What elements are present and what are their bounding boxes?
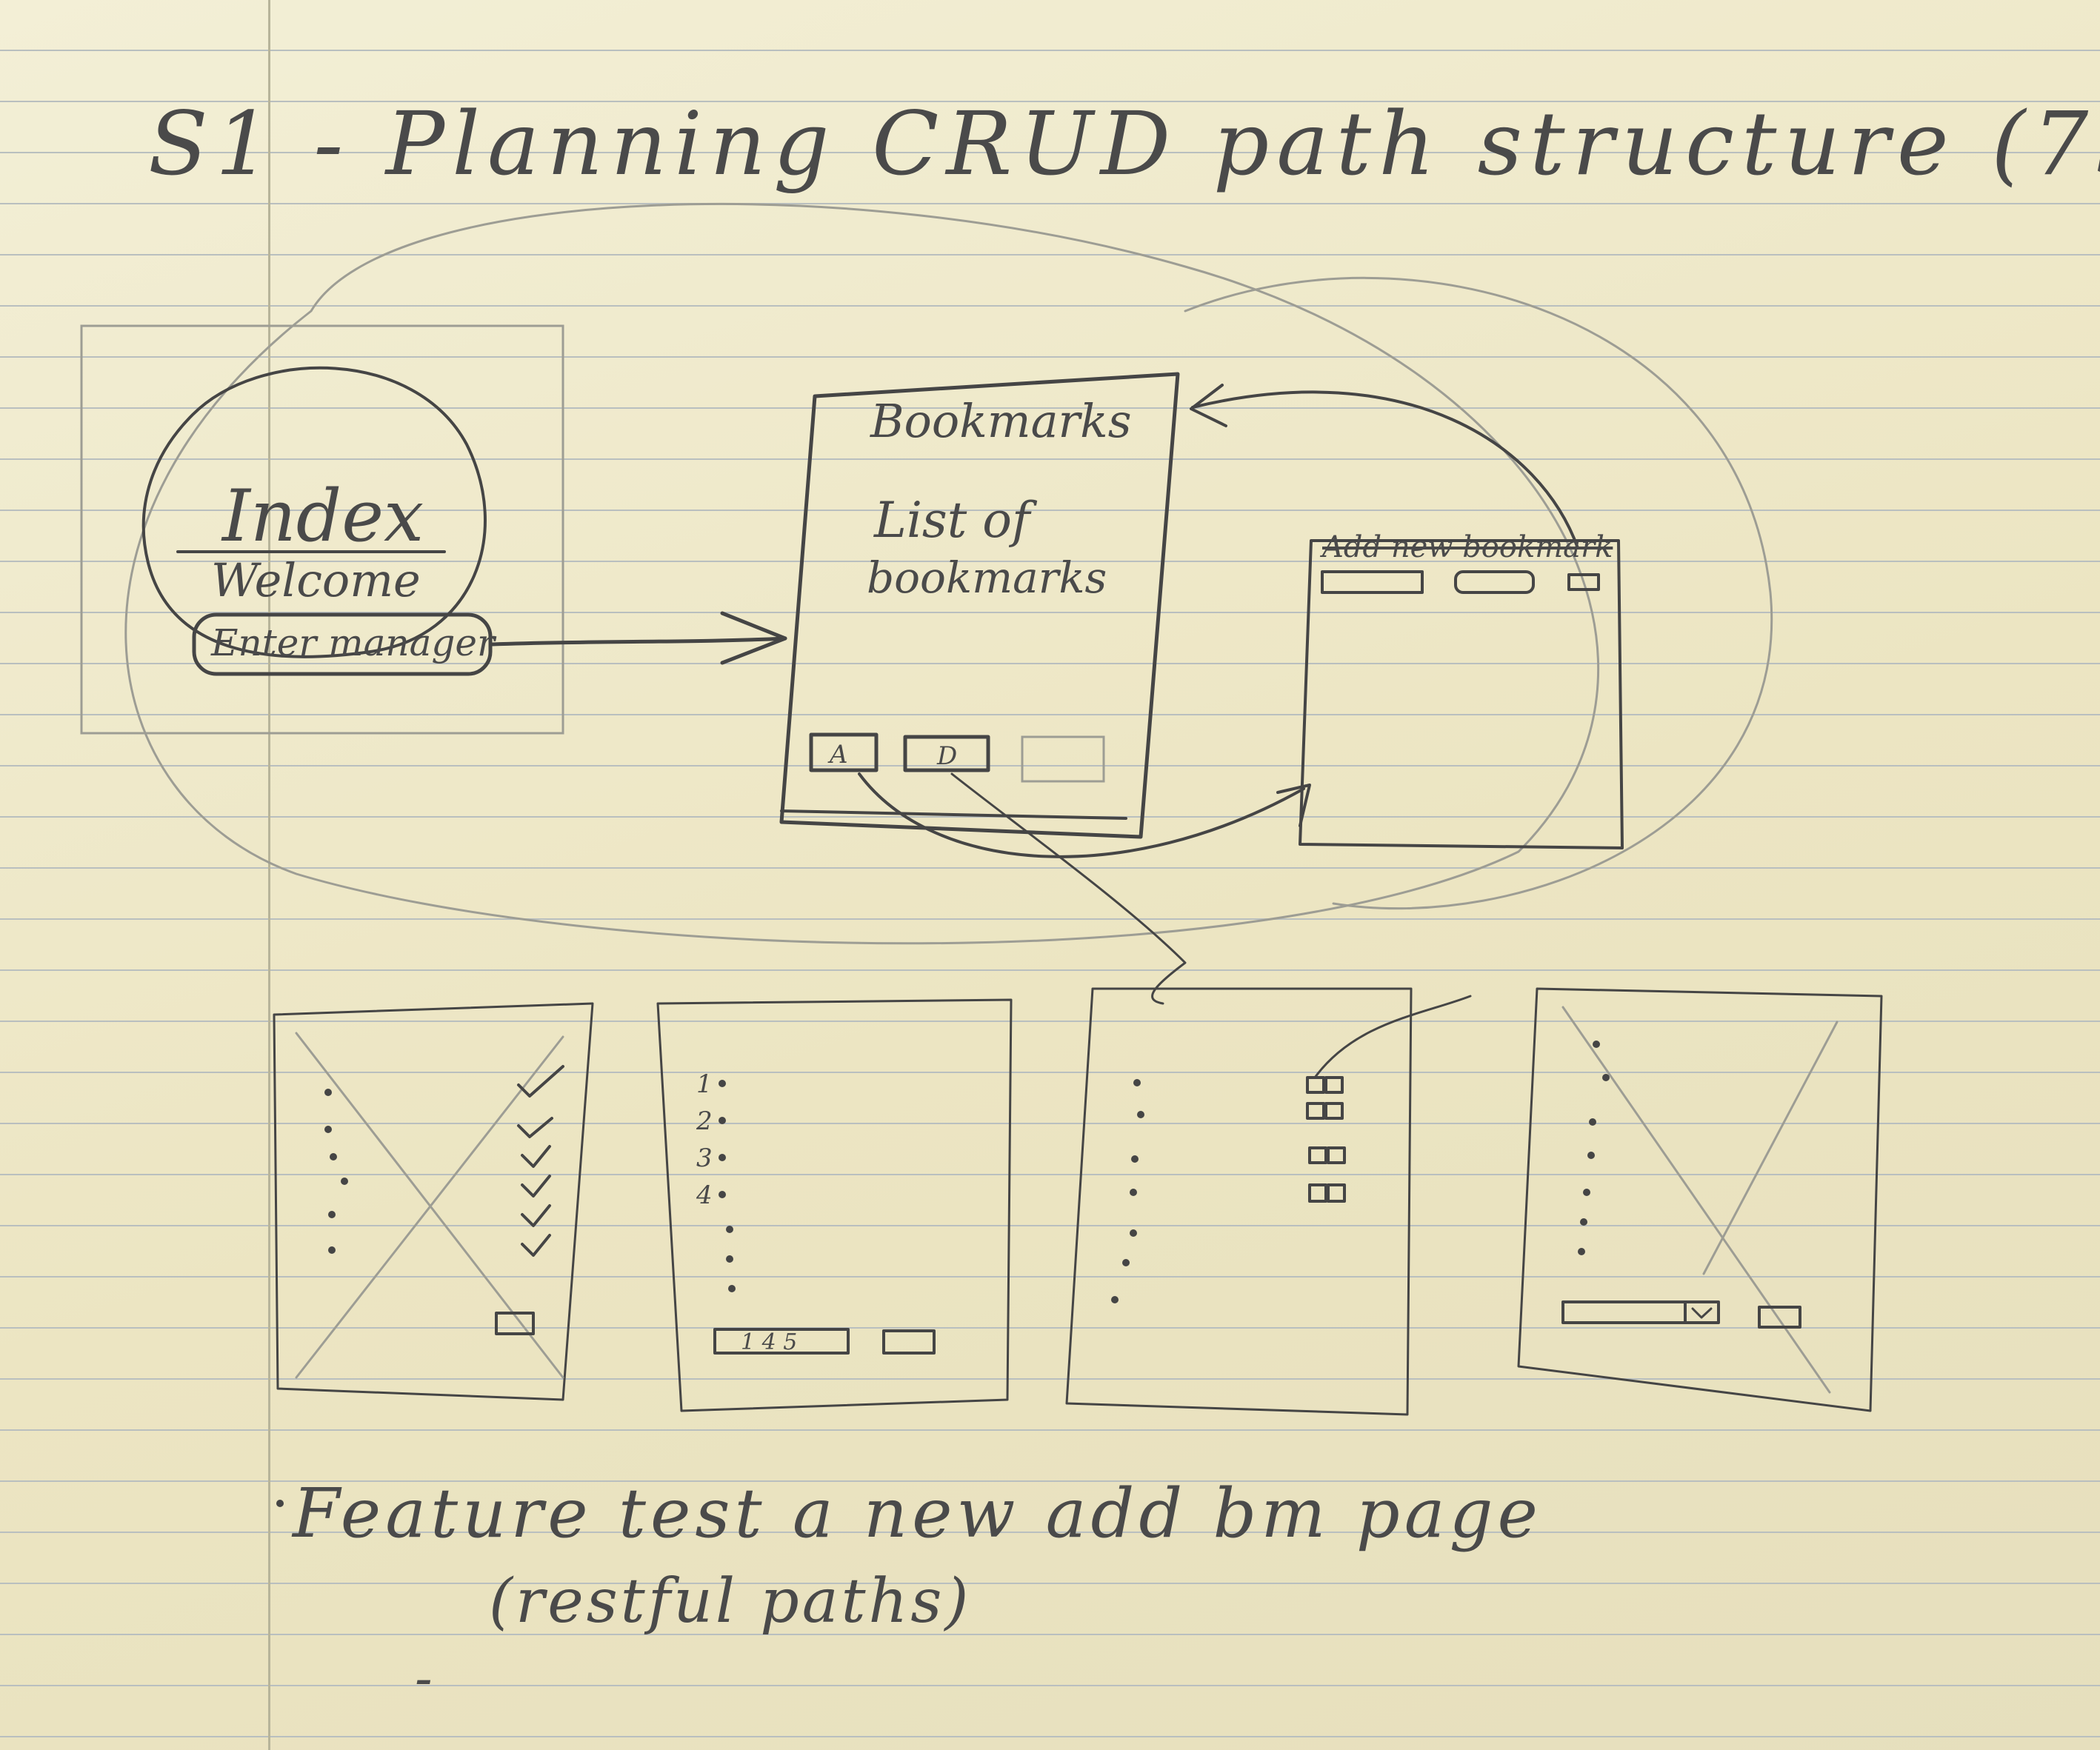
note-bullet: [276, 1500, 284, 1507]
wireframe-checklist: [273, 1002, 594, 1401]
list-bullet: [1133, 1079, 1141, 1086]
bookmarks-title: Bookmarks: [870, 394, 1132, 448]
erased-button: [1021, 735, 1105, 783]
arrow-add-to-bookmarks: [1191, 390, 1579, 550]
list-bullet: [719, 1117, 726, 1124]
wireframe-4-frame: [1517, 987, 1883, 1412]
list-bullet: [1593, 1041, 1600, 1048]
list-bullet: [719, 1080, 726, 1087]
bookmarks-frame: [779, 372, 1180, 839]
enter-manager-button[interactable]: [192, 612, 493, 676]
list-bullet: [1111, 1296, 1119, 1303]
pagination-label: 1 4 5: [741, 1329, 797, 1355]
list-number: 2: [696, 1106, 713, 1136]
list-number: 3: [696, 1143, 713, 1173]
list-bullet: [726, 1255, 733, 1263]
arrow-to-actions: [1313, 995, 1472, 1079]
list-bullet: [328, 1211, 336, 1218]
pencil-ellipse-right: [1184, 276, 1773, 910]
wireframe-1-button[interactable]: [495, 1312, 535, 1335]
delete-bookmark-button[interactable]: [903, 735, 990, 772]
list-bullet: [1589, 1118, 1596, 1126]
index-frame: [80, 324, 564, 735]
bookmarks-list-label-1: List of: [873, 492, 1038, 549]
list-bullet: [330, 1153, 337, 1160]
list-bullet: [1131, 1155, 1139, 1163]
note-feature-test: Feature test a new add bm page: [291, 1474, 1542, 1553]
list-bullet: [1578, 1248, 1585, 1255]
wireframe-4-button[interactable]: [1758, 1306, 1801, 1329]
add-bookmark-screen: Add new bookmark: [1299, 530, 1624, 849]
arrowhead-icon: [1276, 784, 1311, 827]
bookmarks-list-label-2: bookmarks: [867, 552, 1107, 603]
wireframe-2-frame: [656, 998, 1013, 1412]
add-url-field[interactable]: [1454, 570, 1535, 594]
edit-icon[interactable]: [1308, 1183, 1327, 1203]
index-screen: Index Welcome Enter manager: [80, 324, 564, 735]
add-bookmark-button[interactable]: [809, 732, 879, 772]
add-name-field[interactable]: [1321, 570, 1424, 594]
wireframe-1-frame: [273, 1002, 594, 1401]
arrowhead-icon: [720, 611, 787, 665]
list-bullet: [1583, 1189, 1590, 1196]
bookmarks-footer-line: [780, 809, 1127, 820]
wireframe-actions: [1065, 987, 1472, 1416]
wireframe-dropdown: [1517, 987, 1883, 1412]
arrow-a-to-add: [858, 772, 1305, 858]
list-bullet: [1587, 1152, 1595, 1159]
list-bullet: [1130, 1229, 1137, 1237]
enter-manager-label: Enter manager: [210, 621, 497, 664]
list-bullet: [341, 1178, 348, 1185]
wireframe-1-cross: [295, 1032, 564, 1379]
delete-icon[interactable]: [1324, 1102, 1344, 1120]
edit-icon[interactable]: [1308, 1146, 1327, 1164]
margin-line: [268, 0, 270, 1750]
check-icon: [517, 1065, 564, 1257]
note-restful-paths: (restful paths): [489, 1566, 971, 1637]
list-bullet: [719, 1191, 726, 1198]
bookmarks-screen: Bookmarks List of bookmarks A D: [779, 372, 1180, 839]
list-bullet: [726, 1226, 733, 1233]
list-number: 1: [696, 1069, 713, 1099]
edit-icon[interactable]: [1306, 1102, 1325, 1120]
add-button-label: A: [827, 740, 848, 769]
add-screen-frame: [1299, 539, 1624, 849]
list-bullet: [728, 1285, 736, 1292]
page-title: S1 - Planning CRUD path structure (75min…: [148, 93, 2100, 195]
list-bullet: [324, 1126, 332, 1133]
index-welcome: Welcome: [211, 553, 421, 607]
wireframe-2-button[interactable]: [882, 1329, 936, 1355]
list-bullet: [1130, 1189, 1137, 1196]
delete-button-label: D: [936, 741, 957, 771]
list-bullet: [1602, 1074, 1610, 1081]
add-submit-button[interactable]: [1567, 573, 1600, 591]
index-circle: [141, 366, 487, 658]
arrow-index-to-bookmarks: [490, 636, 787, 647]
note-dash: -: [415, 1648, 433, 1709]
list-bullet: [1580, 1218, 1587, 1226]
wireframe-numbered: 1 2 3 4 1 4 5: [656, 998, 1013, 1412]
delete-icon[interactable]: [1327, 1146, 1346, 1164]
list-bullet: [324, 1089, 332, 1096]
select-dropdown[interactable]: [1561, 1300, 1720, 1324]
chevron-down-icon: [1691, 1307, 1713, 1319]
add-screen-header: Add new bookmark: [1319, 530, 1613, 564]
arrow-d-to-delete: [950, 772, 1187, 1005]
pencil-boundary-ellipse: [124, 203, 1600, 945]
wireframe-3-frame: [1065, 987, 1413, 1416]
list-bullet: [1137, 1111, 1144, 1118]
pagination-bar[interactable]: [713, 1328, 850, 1355]
delete-icon[interactable]: [1327, 1183, 1346, 1203]
delete-icon[interactable]: [1324, 1076, 1344, 1094]
list-bullet: [328, 1246, 336, 1254]
list-bullet: [719, 1154, 726, 1161]
edit-icon[interactable]: [1306, 1076, 1325, 1094]
list-bullet: [1122, 1259, 1130, 1266]
arrowhead-icon: [1190, 384, 1227, 427]
index-title: Index: [221, 475, 424, 558]
list-number: 4: [696, 1180, 713, 1210]
wireframe-4-cross: [1561, 1006, 1839, 1394]
